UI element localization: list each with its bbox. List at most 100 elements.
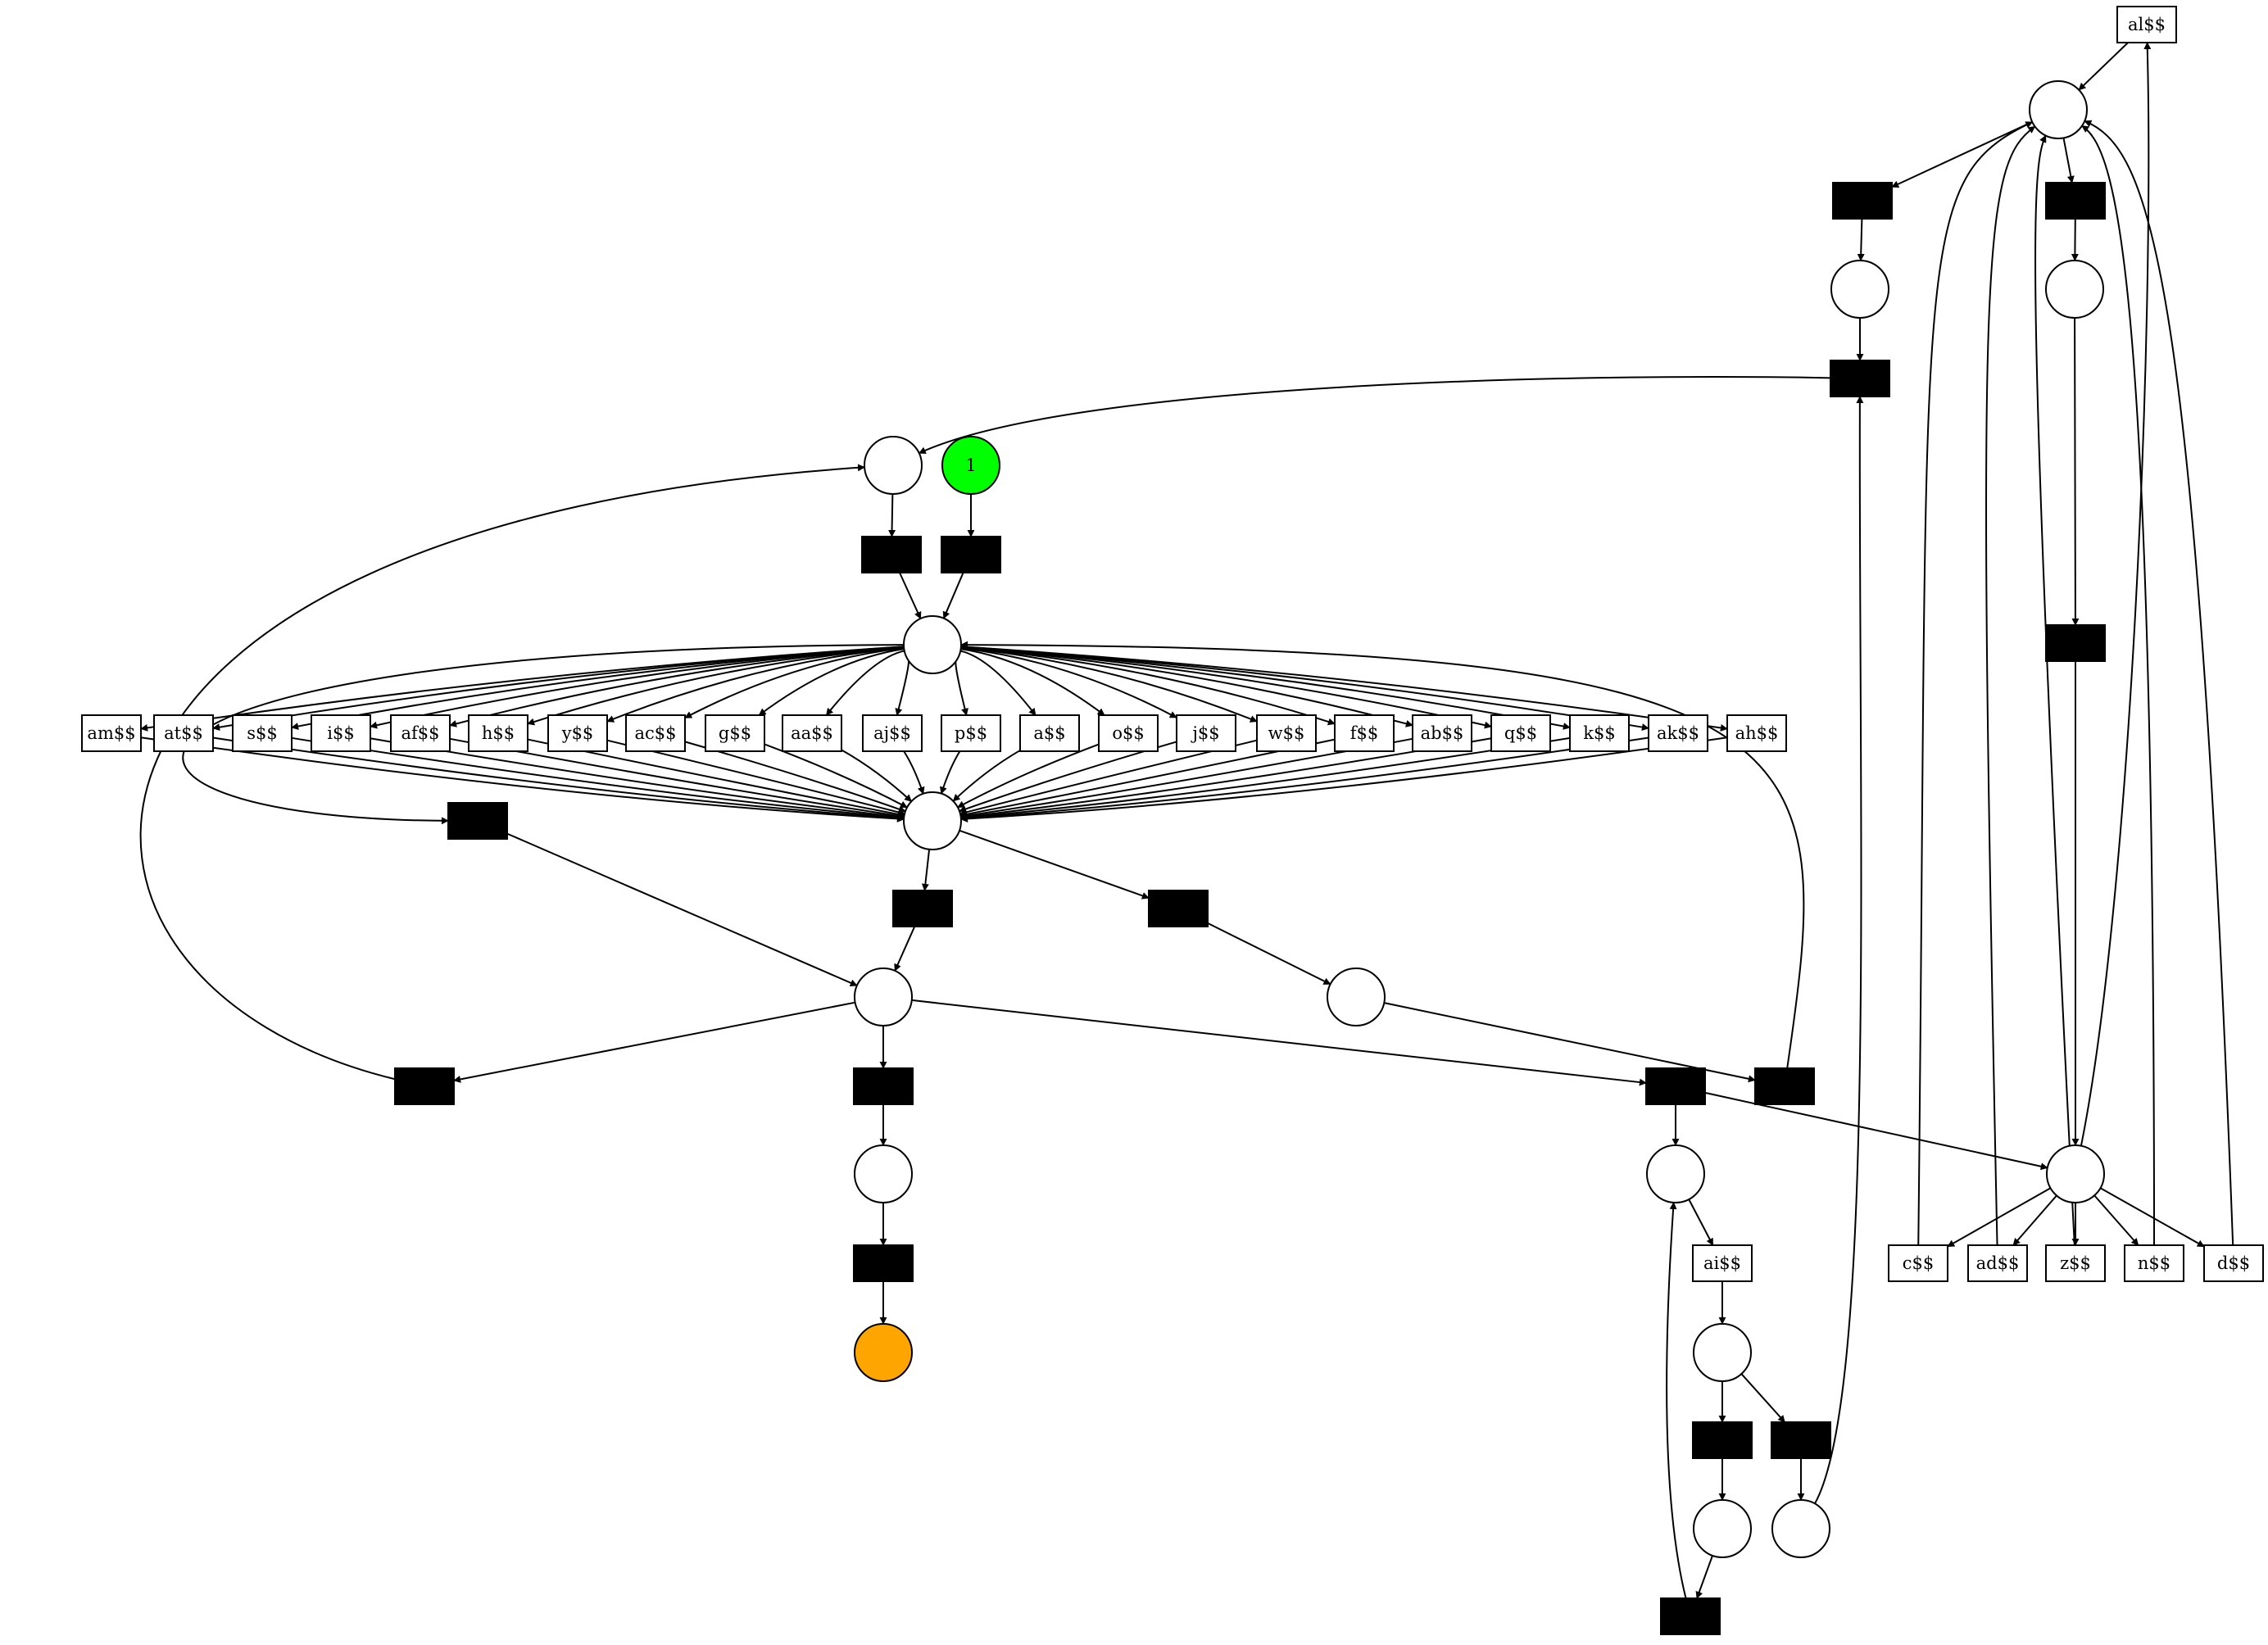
silent-transition-6: [941, 537, 1000, 573]
transition-label: p$$: [955, 723, 987, 743]
transition-label: h$$: [482, 723, 515, 743]
silent-transition-3: [1830, 360, 1889, 397]
arc-77: [1741, 1374, 1785, 1422]
transition-label: d$$: [2217, 1253, 2250, 1273]
transition-label: g$$: [719, 723, 751, 743]
arc-81: [1667, 1203, 1685, 1598]
arc-33: [904, 751, 923, 794]
arc-83: [1948, 1188, 2051, 1246]
arc-27: [685, 741, 905, 811]
silent-transition-5: [862, 537, 921, 573]
arc-61: [1208, 923, 1331, 984]
transition-label: ab$$: [1421, 723, 1464, 743]
place-p-ai-out: [1694, 1324, 1751, 1381]
transition-label: j$$: [1190, 723, 1219, 743]
place-p-bottom-left: [1694, 1500, 1751, 1557]
silent-transition-16: [1771, 1422, 1830, 1458]
initial-token-label: 1: [965, 455, 976, 475]
transition-label: ad$$: [1976, 1253, 2020, 1273]
arc-84: [2013, 1195, 2057, 1245]
transition-label: n$$: [2138, 1253, 2170, 1273]
transition-label: f$$: [1350, 723, 1379, 743]
arc-10: [900, 573, 921, 619]
transition-label: af$$: [401, 723, 439, 743]
place-p-end: [855, 1324, 912, 1381]
silent-transition-14: [854, 1245, 913, 1281]
arc-64: [912, 1000, 1646, 1083]
silent-transition-4: [2046, 625, 2105, 661]
place-p-ai-in: [1647, 1145, 1704, 1203]
transition-label: al$$: [2128, 15, 2166, 34]
arc-93: [2084, 121, 2233, 1245]
arc-60: [895, 927, 914, 971]
arc-89: [1918, 122, 2032, 1245]
transition-label: z$$: [2060, 1253, 2091, 1273]
transition-label: aj$$: [873, 723, 911, 743]
place-p-r2: [2046, 261, 2103, 318]
place-p-r1: [1831, 261, 1889, 318]
transition-label: i$$: [327, 723, 354, 743]
transition-label: c$$: [1903, 1253, 1934, 1273]
silent-transition-10: [395, 1068, 454, 1104]
arc-36: [960, 651, 1036, 715]
arc-0: [2079, 43, 2128, 90]
place-p-left-loop: [864, 437, 922, 494]
place-p-right-hub: [2047, 1145, 2104, 1203]
arc-90: [1986, 126, 2035, 1245]
place-p-chain1: [855, 1145, 912, 1203]
transition-label: ai$$: [1703, 1253, 1741, 1273]
arc-80: [1697, 1556, 1712, 1598]
arc-57: [924, 850, 929, 890]
arc-35: [941, 751, 960, 794]
arc-59: [507, 834, 857, 986]
transition-label: at$$: [164, 723, 203, 743]
silent-transition-11: [854, 1068, 913, 1104]
transition-label: k$$: [1583, 723, 1615, 743]
transition-label: ak$$: [1657, 723, 1699, 743]
arc-20: [450, 647, 904, 726]
transition-label: s$$: [247, 723, 278, 743]
silent-transition-1: [1833, 183, 1892, 219]
silent-transition-13: [1755, 1068, 1814, 1104]
transition-label: y$$: [561, 723, 594, 743]
silent-transition-12: [1646, 1068, 1705, 1104]
transition-label: a$$: [1033, 723, 1065, 743]
transition-label: aa$$: [791, 723, 833, 743]
place-p-mid-left: [855, 968, 912, 1026]
transition-label: am$$: [87, 723, 135, 743]
arc-8: [891, 494, 892, 537]
arc-2: [2064, 138, 2072, 183]
silent-transition-9: [1149, 890, 1208, 927]
arc-41: [959, 741, 1177, 811]
transition-label: ah$$: [1735, 723, 1779, 743]
place-p-upper-hub: [904, 616, 961, 673]
place-p-lower-hub: [904, 792, 961, 850]
silent-transition-15: [1693, 1422, 1752, 1458]
arc-62: [454, 1003, 855, 1081]
silent-transition-17: [1661, 1598, 1720, 1634]
arc-7: [919, 377, 1830, 453]
arc-46: [961, 647, 1413, 726]
arc-34: [955, 659, 966, 715]
silent-transition-7: [448, 803, 507, 839]
silent-transition-8: [893, 890, 952, 927]
arc-58: [959, 831, 1149, 898]
place-p-bottom-right: [1772, 1500, 1830, 1557]
transition-label: w$$: [1268, 723, 1305, 743]
arc-86: [2094, 1195, 2138, 1245]
arc-32: [897, 659, 909, 715]
transition-label: ac$$: [634, 723, 676, 743]
arc-3: [1861, 219, 1862, 261]
arc-67: [141, 467, 864, 1079]
arc-11: [944, 573, 964, 619]
arc-74: [1689, 1199, 1712, 1245]
transition-label: q$$: [1504, 723, 1537, 743]
silent-transition-2: [2046, 183, 2105, 219]
transition-label: o$$: [1112, 723, 1144, 743]
place-p-top-right: [2030, 81, 2087, 138]
arc-82: [1815, 397, 1862, 1503]
arc-87: [2100, 1188, 2204, 1246]
place-p-mid-right: [1327, 968, 1385, 1026]
